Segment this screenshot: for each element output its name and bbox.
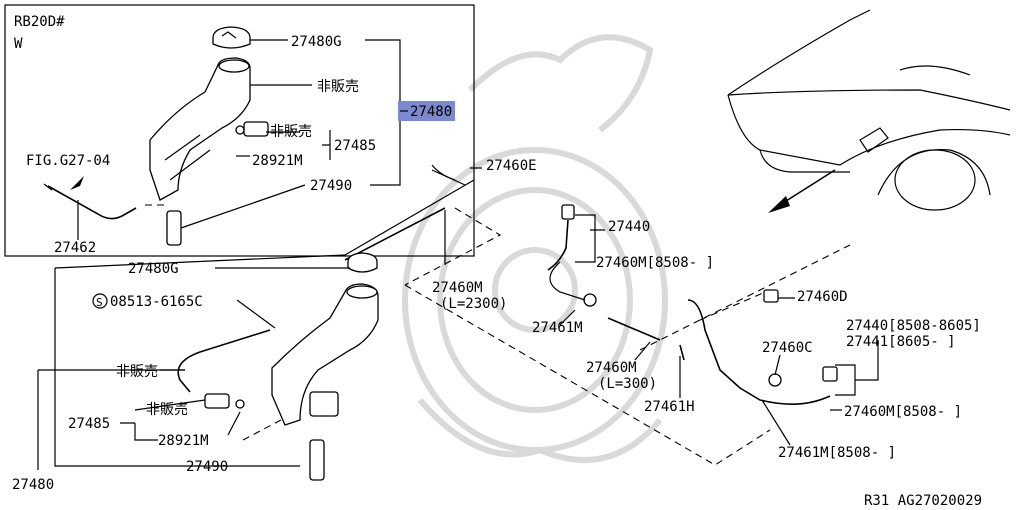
main-cap bbox=[347, 252, 378, 273]
car-sketch bbox=[727, 9, 1011, 213]
inset-pump bbox=[235, 121, 269, 137]
label-joint-h: 27461H bbox=[644, 399, 695, 415]
label-joint-1: 27461M bbox=[532, 320, 583, 336]
inset-label-pump: 28921M bbox=[252, 153, 303, 169]
label-short-hose: 27460M bbox=[586, 360, 637, 376]
inset-panel: RB20D# W bbox=[4, 4, 475, 257]
label-clip-c: 27460C bbox=[762, 340, 813, 356]
inset-label-tank-nonsale: 非販売 bbox=[317, 79, 359, 95]
label-hose-8508: 27460M[8508- ] bbox=[596, 255, 714, 271]
inset-title-variant: W bbox=[14, 36, 23, 52]
label-hose-right: 27460M[8508- ] bbox=[844, 404, 962, 420]
label-clip-e: 27460E bbox=[486, 158, 537, 174]
label-nozzle-range: 27440[8508-8605] bbox=[846, 318, 981, 334]
label-main-pump-group: 27485 bbox=[68, 416, 110, 432]
label-screw: 08513-6165C bbox=[110, 294, 203, 310]
label-screw-symbol: S bbox=[96, 296, 103, 309]
inset-label-cap: 27480G bbox=[291, 34, 342, 50]
inset-cap bbox=[212, 26, 251, 49]
inset-label-fig-ref: FIG.G27-04 bbox=[26, 153, 110, 169]
label-nozzle-group: 27440 bbox=[608, 219, 650, 235]
watermark-emblem bbox=[402, 34, 668, 463]
label-main-pump: 28921M bbox=[158, 433, 209, 449]
long-hose bbox=[177, 207, 446, 393]
inset-title-model: RB20D# bbox=[14, 14, 65, 30]
car-arrow-icon bbox=[768, 196, 790, 213]
inset-label-highlighted[interactable]: 27480 bbox=[410, 104, 452, 120]
inset-label-pump-group: 27485 bbox=[334, 138, 376, 154]
inset-label-pump-nonsale: 非販売 bbox=[270, 124, 312, 140]
label-main-pump-nonsale: 非販売 bbox=[146, 402, 188, 418]
main-tank bbox=[271, 283, 379, 426]
label-main-tank-assy: 27480 bbox=[12, 477, 54, 493]
label-clip-d: 27460D bbox=[797, 289, 848, 305]
label-nozzle-alt: 27441[8605- ] bbox=[846, 334, 956, 350]
label-short-hose-length: (L=300) bbox=[598, 376, 657, 392]
inset-label-hose: 27462 bbox=[54, 240, 96, 256]
label-joint-right: 27461M[8508- ] bbox=[778, 445, 896, 461]
inset-hose bbox=[47, 185, 137, 220]
inset-tank bbox=[149, 57, 251, 201]
label-long-hose: 27460M bbox=[432, 280, 483, 296]
screw-symbol-icon bbox=[92, 293, 108, 309]
label-main-cap: 27480G bbox=[128, 261, 179, 277]
main-pump bbox=[204, 393, 245, 409]
inset-label-strainer: 27490 bbox=[310, 178, 352, 194]
inset-strainer bbox=[166, 210, 182, 246]
label-main-tank-nonsale: 非販売 bbox=[116, 364, 158, 380]
footer-code: R31 AG27020029 bbox=[864, 493, 982, 509]
main-strainer bbox=[309, 439, 325, 481]
highlight-marker bbox=[398, 101, 455, 121]
label-long-hose-length: (L=2300) bbox=[440, 296, 507, 312]
inset-fig-arrow-icon bbox=[70, 176, 84, 190]
main-diagram: 27460E 27440 27460M[8508- ] 27460M (L=23… bbox=[12, 158, 981, 493]
label-main-strainer: 27490 bbox=[186, 459, 228, 475]
